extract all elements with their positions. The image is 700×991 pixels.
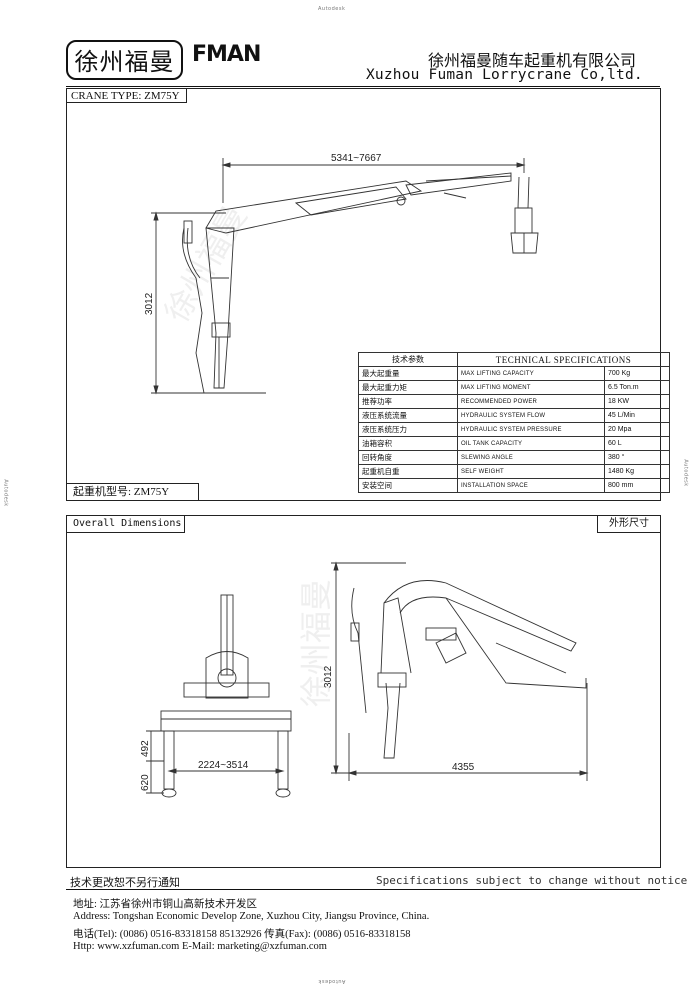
spec-header-cn: 技术参数	[358, 352, 458, 367]
contact-web: Http: www.xzfuman.com E-Mail: marketing@…	[73, 941, 327, 952]
overall-dimensions-drawing: 2224~3514 492 620 3012 4355	[140, 561, 589, 798]
overall-dimensions-title: Overall Dimensions	[66, 515, 185, 533]
company-name-cn: 徐州福曼随车起重机有限公司	[428, 51, 637, 70]
overall-dimensions-panel	[66, 515, 661, 868]
spec-value: 6.5 Ton.m	[604, 380, 670, 395]
autodesk-mark-right: Autodesk	[682, 459, 689, 487]
header-rule	[66, 86, 660, 87]
autodesk-mark-bottom: Autodesk	[318, 978, 346, 984]
spec-cn: 液压系统压力	[358, 422, 458, 437]
spec-cn: 液压系统流量	[358, 408, 458, 423]
spec-value: 700 Kg	[604, 366, 670, 381]
brand-name: FMAN	[192, 42, 261, 67]
spec-en: INSTALLATION SPACE	[457, 478, 605, 493]
dim-reach-text: 5341~7667	[331, 153, 382, 164]
address-en: Address: Tongshan Economic Develop Zone,…	[73, 911, 430, 922]
spec-header-row: 技术参数 TECHNICAL SPECIFICATIONS	[358, 352, 670, 367]
dim-492-text: 492	[140, 740, 151, 757]
spec-cn: 起重机自重	[358, 464, 458, 479]
spec-value: 380 °	[604, 450, 670, 465]
crane-type-label: CRANE TYPE: ZM75Y	[66, 88, 187, 103]
overall-dimensions-title-cn: 外形尺寸	[597, 515, 661, 533]
spec-value: 1480 Kg	[604, 464, 670, 479]
crane-side-view-drawing: 5341~7667 3012	[144, 153, 539, 395]
dim-side-height-text: 3012	[323, 665, 334, 688]
spec-value: 20 Mpa	[604, 422, 670, 437]
spec-value: 60 L	[604, 436, 670, 451]
dim-620-text: 620	[140, 774, 151, 791]
notice-en: Specifications subject to change without…	[376, 874, 688, 887]
contact-phone: 电话(Tel): (0086) 0516-83318158 85132926 传…	[73, 929, 411, 940]
company-name-en: Xuzhou Fuman Lorrycrane Co,ltd.	[366, 67, 643, 83]
spec-header-en: TECHNICAL SPECIFICATIONS	[457, 352, 670, 367]
autodesk-mark-top: Autodesk	[318, 6, 346, 12]
spec-cn: 油箱容积	[358, 436, 458, 451]
spec-en: OIL TANK CAPACITY	[457, 436, 605, 451]
dim-height-text: 3012	[144, 292, 155, 315]
footer-rule	[66, 889, 660, 890]
dim-length-text: 4355	[452, 762, 475, 773]
company-logo: 徐州福曼	[66, 40, 183, 80]
spec-cn: 推荐功率	[358, 394, 458, 409]
spec-cn: 安装空间	[358, 478, 458, 493]
autodesk-mark-left: Autodesk	[2, 479, 9, 507]
spec-value: 18 KW	[604, 394, 670, 409]
spec-en: SLEWING ANGLE	[457, 450, 605, 465]
crane-side-panel	[66, 88, 661, 501]
spec-en: HYDRAULIC SYSTEM FLOW	[457, 408, 605, 423]
notice-cn: 技术更改恕不另行通知	[70, 876, 180, 889]
spec-en: MAX LIFTING CAPACITY	[457, 366, 605, 381]
spec-cn: 回转角度	[358, 450, 458, 465]
spec-en: HYDRAULIC SYSTEM PRESSURE	[457, 422, 605, 437]
spec-cn: 最大起重量	[358, 366, 458, 381]
dim-width-text: 2224~3514	[198, 760, 249, 771]
spec-en: MAX LIFTING MOMENT	[457, 380, 605, 395]
spec-value: 45 L/Min	[604, 408, 670, 423]
model-label: 起重机型号: ZM75Y	[66, 483, 199, 501]
address-cn: 地址: 江苏省徐州市铜山高新技术开发区	[73, 899, 258, 910]
spec-value: 800 mm	[604, 478, 670, 493]
spec-en: RECOMMENDED POWER	[457, 394, 605, 409]
spec-en: SELF WEIGHT	[457, 464, 605, 479]
spec-cn: 最大起重力矩	[358, 380, 458, 395]
